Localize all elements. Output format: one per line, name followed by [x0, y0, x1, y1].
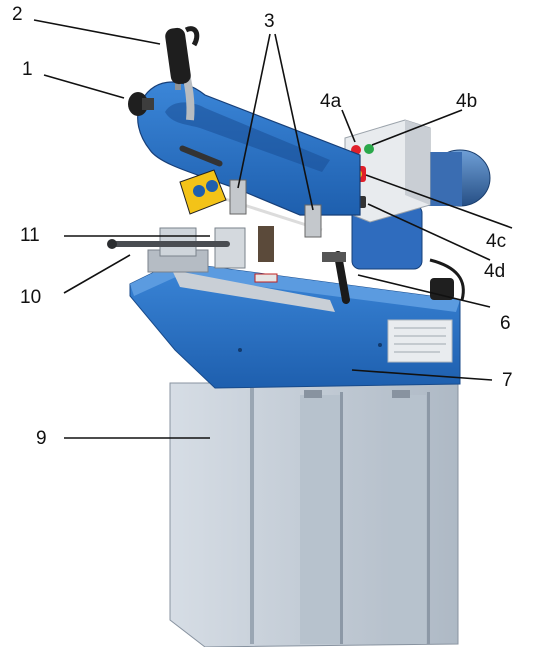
callout-7: 7: [502, 370, 513, 391]
leader-7: [351, 369, 493, 381]
callout-4d: 4d: [484, 261, 506, 282]
leader-2: [33, 19, 161, 45]
bow-handle: [165, 26, 200, 121]
leader-10: [63, 254, 131, 294]
blade-guide-left: [229, 179, 247, 215]
vise-handle-bar: [110, 241, 230, 247]
callout-3: 3: [264, 11, 275, 32]
leader-4b: [371, 109, 463, 146]
callout-6: 6: [500, 313, 511, 334]
cabinet-stand: [169, 382, 459, 648]
leader-4d: [367, 203, 491, 261]
leader-3a: [237, 33, 271, 189]
leader-4c: [365, 174, 513, 229]
rating-plate: [387, 319, 453, 363]
switch-4b: [364, 144, 374, 154]
callout-4c: 4c: [486, 231, 507, 252]
callout-9: 9: [36, 428, 47, 449]
leader-1: [43, 74, 125, 99]
machine-base: [129, 261, 461, 389]
blade-guide-right: [304, 204, 322, 238]
tension-knob: [128, 92, 154, 116]
leader-3b: [274, 33, 314, 211]
callout-11: 11: [20, 225, 40, 246]
callout-4b: 4b: [456, 91, 478, 112]
callout-10: 10: [20, 287, 42, 308]
vise-assembly: [107, 226, 278, 283]
callout-4a: 4a: [320, 91, 342, 112]
lever-6: [322, 251, 350, 304]
leader-4a: [341, 109, 356, 143]
leader-lines: [33, 19, 513, 439]
callout-2: 2: [12, 4, 23, 25]
leader-6: [357, 274, 491, 308]
callout-1: 1: [22, 59, 33, 80]
